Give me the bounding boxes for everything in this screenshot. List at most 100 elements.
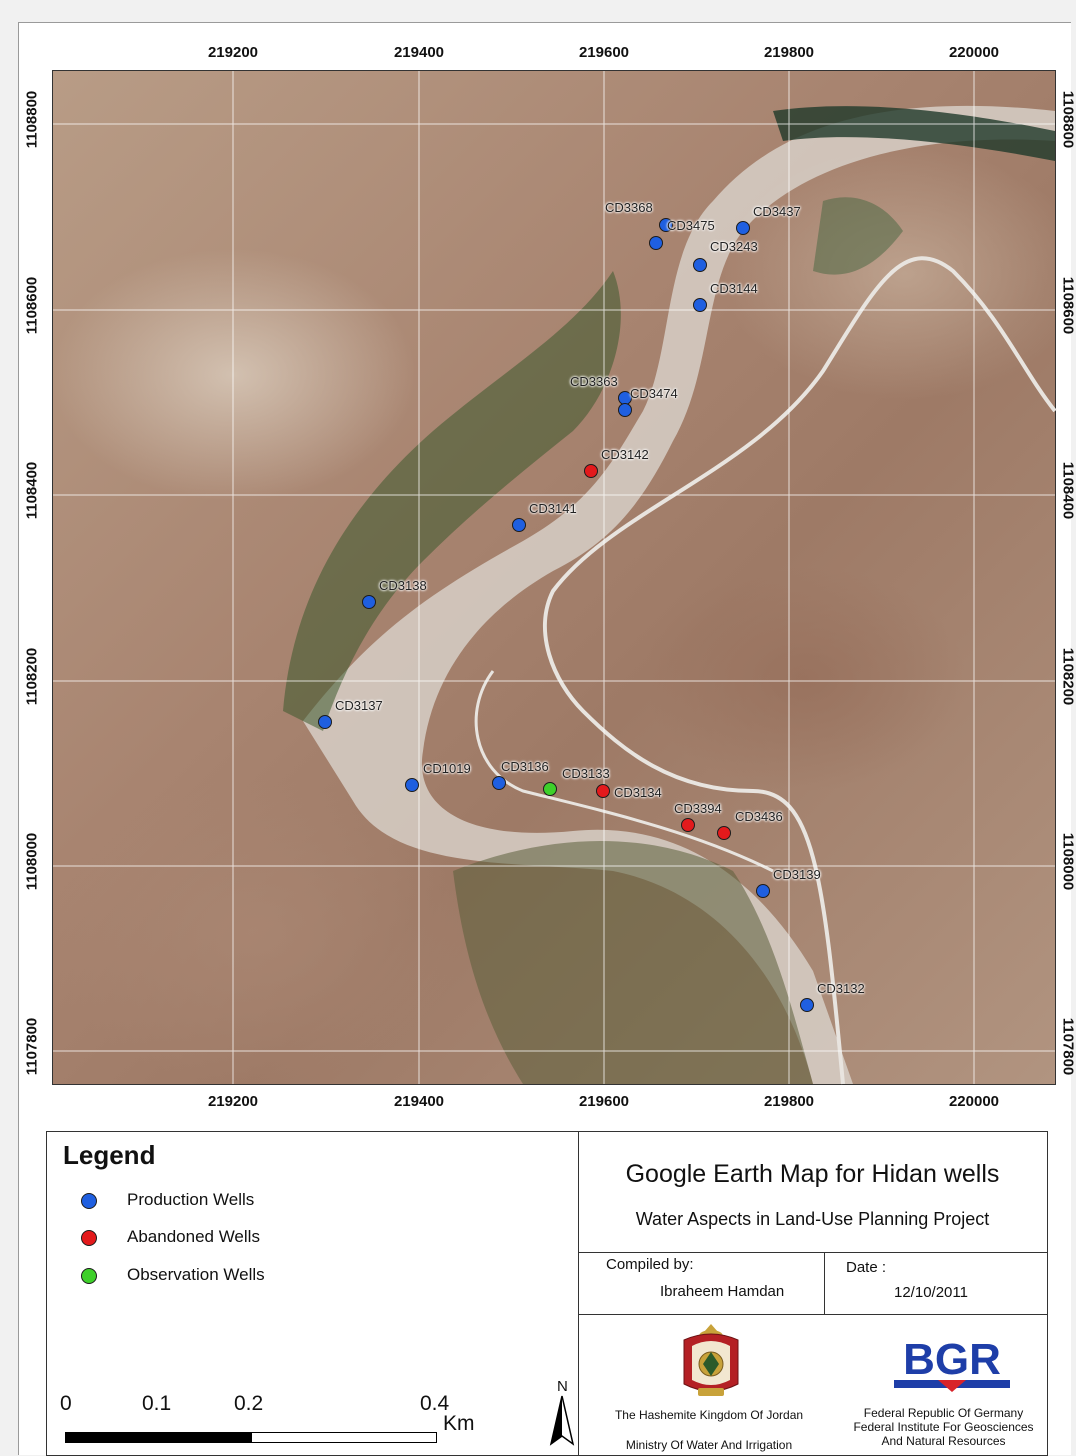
well-marker-cd3437[interactable] — [736, 221, 750, 235]
blue-dot-icon — [81, 1193, 97, 1209]
well-label: CD3133 — [562, 766, 610, 781]
y-tick-left: 1108200 — [23, 647, 41, 706]
well-marker-cd3134[interactable] — [596, 784, 610, 798]
divider — [578, 1252, 1047, 1253]
compiled-label: Compiled by: — [606, 1256, 694, 1273]
x-tick-top: 219400 — [393, 44, 445, 61]
scale-unit: Km — [443, 1412, 475, 1435]
well-label: CD3394 — [674, 801, 722, 816]
well-marker-cd3141[interactable] — [512, 518, 526, 532]
well-marker-cd3436[interactable] — [717, 826, 731, 840]
well-label: CD3138 — [379, 578, 427, 593]
well-marker-cd3132[interactable] — [800, 998, 814, 1012]
well-marker-cd1019[interactable] — [405, 778, 419, 792]
org-bgr-line: And Natural Resources — [881, 1434, 1006, 1448]
y-tick-right: 1108000 — [1059, 832, 1076, 891]
jordan-emblem-icon — [683, 1324, 739, 1396]
svg-text:BGR: BGR — [903, 1335, 1001, 1384]
well-marker-cd3474[interactable] — [618, 403, 632, 417]
well-label: CD3136 — [501, 759, 549, 774]
well-label: CD3436 — [735, 809, 783, 824]
well-marker-cd3138[interactable] — [362, 595, 376, 609]
wadi-bed — [303, 105, 1055, 1084]
well-label: CD3368 — [605, 200, 653, 215]
well-marker-cd3142[interactable] — [584, 464, 598, 478]
x-tick-top: 219600 — [578, 44, 630, 61]
x-tick-top: 219800 — [763, 44, 815, 61]
legend-label: Observation Wells — [127, 1265, 265, 1284]
well-label: CD3363 — [570, 374, 618, 389]
x-tick-bottom: 220000 — [948, 1093, 1000, 1110]
well-label: CD3142 — [601, 447, 649, 462]
y-tick-left: 1108400 — [23, 461, 41, 520]
legend-left: Legend Production Wells Abandoned Wells … — [47, 1132, 579, 1455]
x-tick-bottom: 219400 — [393, 1093, 445, 1110]
org-ministry: Ministry Of Water And Irrigation — [625, 1438, 793, 1452]
well-marker-cd3475[interactable] — [659, 218, 673, 232]
y-tick-right: 1108200 — [1059, 647, 1076, 706]
well-marker-cd3139[interactable] — [756, 884, 770, 898]
grid-lines — [53, 71, 1055, 1084]
legend-panel: Legend Production Wells Abandoned Wells … — [46, 1131, 1048, 1456]
scale-bar: 0 0.1 0.2 0.4 Km — [60, 1392, 475, 1452]
map-subtitle: Water Aspects in Land-Use Planning Proje… — [635, 1209, 990, 1229]
compiled-name: Ibraheem Hamdan — [660, 1283, 785, 1300]
y-tick-left: 1107800 — [23, 1017, 41, 1076]
red-dot-icon — [81, 1230, 97, 1246]
org-bgr: Federal Republic Of Germany Federal Inst… — [840, 1406, 1047, 1448]
well-label: CD3139 — [773, 867, 821, 882]
date-value: 12/10/2011 — [894, 1284, 968, 1301]
well-label: CD3474 — [630, 386, 678, 401]
vegetation — [813, 197, 903, 275]
y-tick-left: 1108800 — [23, 90, 41, 149]
info-panel: Google Earth Map for Hidan wells Water A… — [578, 1132, 1047, 1455]
x-tick-bottom: 219200 — [207, 1093, 259, 1110]
well-marker-cd3133[interactable] — [543, 782, 557, 796]
vegetation — [453, 841, 813, 1084]
y-tick-right: 1108800 — [1059, 90, 1076, 149]
date-label: Date : — [846, 1259, 887, 1276]
map-title: Google Earth Map for Hidan wells — [625, 1160, 1000, 1188]
x-tick-bottom: 219800 — [763, 1093, 815, 1110]
legend-title: Legend — [63, 1140, 156, 1170]
well-marker-cd3144[interactable] — [693, 298, 707, 312]
well-marker-cd3136[interactable] — [492, 776, 506, 790]
well-label: CD3475 — [667, 218, 715, 233]
org-jordan: The Hashemite Kingdom Of Jordan — [614, 1408, 804, 1422]
scale-tick: 0 — [60, 1392, 72, 1415]
well-label: CD3141 — [529, 501, 577, 516]
y-tick-left: 1108600 — [23, 276, 41, 335]
vegetation — [773, 106, 1055, 161]
scale-tick: 0.2 — [234, 1392, 264, 1415]
road — [474, 670, 774, 873]
x-tick-top: 219200 — [207, 44, 259, 61]
x-tick-bottom: 219600 — [578, 1093, 630, 1110]
road — [543, 256, 1057, 1085]
well-label: CD3132 — [817, 981, 865, 996]
green-dot-icon — [81, 1268, 97, 1284]
well-label: CD3144 — [710, 281, 758, 296]
scale-segment-black — [65, 1432, 253, 1443]
well-marker-cd3394[interactable] — [681, 818, 695, 832]
legend-label: Production Wells — [127, 1190, 255, 1209]
scale-tick: 0.1 — [142, 1392, 172, 1415]
well-marker-cd3137[interactable] — [318, 715, 332, 729]
well-label: CD3137 — [335, 698, 383, 713]
north-arrow-icon — [549, 1395, 575, 1446]
scale-segment-white — [251, 1432, 437, 1443]
y-tick-right: 1108600 — [1059, 276, 1076, 335]
x-tick-top: 220000 — [948, 44, 1000, 61]
org-bgr-line: Federal Republic Of Germany — [863, 1406, 1024, 1420]
divider — [578, 1314, 1047, 1315]
well-marker-cd3368[interactable] — [649, 236, 663, 250]
well-label: CD1019 — [423, 761, 471, 776]
well-label: CD3134 — [614, 785, 662, 800]
well-label: CD3243 — [710, 239, 758, 254]
scale-tick: 0.4 — [420, 1392, 450, 1415]
well-label: CD3437 — [753, 204, 801, 219]
divider — [824, 1252, 825, 1314]
bgr-logo: BGR — [894, 1335, 1010, 1392]
well-marker-cd3243[interactable] — [693, 258, 707, 272]
y-tick-left: 1108000 — [23, 832, 41, 891]
